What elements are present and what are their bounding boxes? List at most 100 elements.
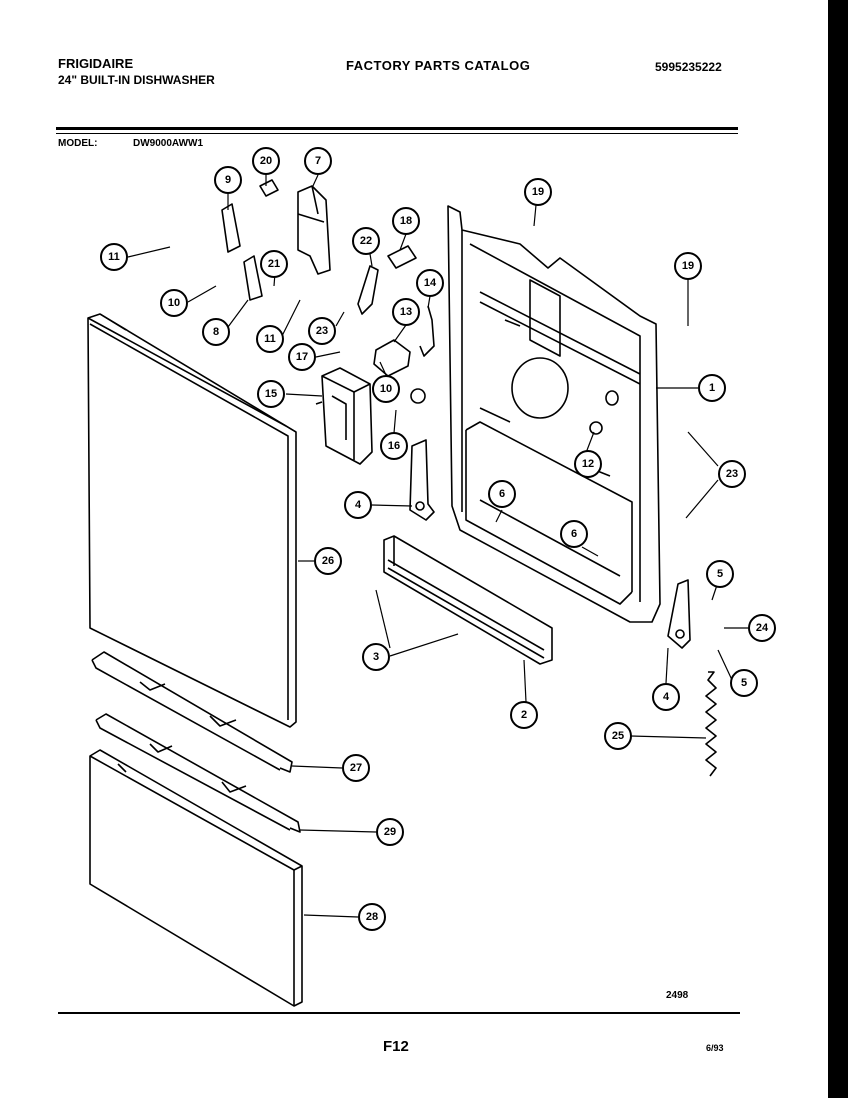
brand-name: FRIGIDAIRE	[58, 56, 134, 71]
door-spring	[705, 671, 717, 777]
catalog-title: FACTORY PARTS CATALOG	[346, 58, 531, 73]
inner-door-panel	[447, 205, 661, 623]
svg-text:9: 9	[225, 174, 231, 186]
control-housing	[315, 367, 373, 465]
right-hinge-bracket	[667, 579, 691, 649]
parts-catalog-page: FRIGIDAIRE 24" BUILT-IN DISHWASHER FACTO…	[0, 0, 828, 1098]
callout-6b: 6	[560, 520, 588, 548]
bracket-8	[243, 255, 263, 301]
callout-16: 16	[380, 432, 408, 460]
callout-28: 28	[358, 903, 386, 931]
callout-10a: 10	[160, 289, 188, 317]
svg-text:5: 5	[717, 568, 723, 580]
callout-15: 15	[257, 380, 285, 408]
callout-1: 1	[698, 374, 726, 402]
svg-text:4: 4	[355, 499, 362, 511]
left-hinge-bracket	[409, 439, 435, 521]
header-rule	[56, 127, 738, 130]
svg-text:13: 13	[400, 306, 412, 318]
svg-text:17: 17	[296, 351, 308, 363]
svg-text:26: 26	[322, 555, 334, 567]
svg-text:16: 16	[388, 440, 400, 452]
callout-21: 21	[260, 250, 288, 278]
access-panel	[89, 749, 303, 1007]
callout-27: 27	[342, 754, 370, 782]
callout-23b: 23	[718, 460, 746, 488]
callout-23a: 23	[308, 317, 336, 345]
diagram-number: 2498	[666, 990, 689, 1001]
callout-29: 29	[376, 818, 404, 846]
svg-text:2: 2	[521, 709, 527, 721]
callout-11b: 11	[256, 325, 284, 353]
lower-door-trim	[91, 651, 293, 773]
svg-text:19: 19	[682, 260, 694, 272]
svg-text:24: 24	[756, 622, 769, 634]
callout-25: 25	[604, 722, 632, 750]
callout-20: 20	[252, 147, 280, 175]
callout-2: 2	[510, 701, 538, 729]
catalog-number: 5995235222	[655, 60, 722, 74]
bottom-trim-rail	[383, 535, 553, 665]
callout-3: 3	[362, 643, 390, 671]
grommet-12	[410, 388, 603, 435]
callout-7: 7	[304, 147, 332, 175]
svg-text:23: 23	[726, 468, 738, 480]
svg-text:29: 29	[384, 826, 396, 838]
publication-date: 6/93	[706, 1043, 724, 1053]
svg-text:20: 20	[260, 155, 272, 167]
svg-text:28: 28	[366, 911, 378, 923]
header-rule-thin	[56, 133, 738, 134]
access-panel-trim	[95, 713, 301, 833]
callout-26: 26	[314, 547, 342, 575]
callout-9: 9	[214, 166, 242, 194]
svg-text:6: 6	[571, 528, 577, 540]
callout-5b: 5	[730, 669, 758, 697]
svg-text:23: 23	[316, 325, 328, 337]
door-latch-assembly	[297, 185, 331, 275]
actuator-14	[419, 305, 435, 357]
svg-text:10: 10	[380, 383, 392, 395]
svg-text:12: 12	[582, 458, 594, 470]
svg-text:14: 14	[424, 277, 437, 289]
clip-18	[387, 245, 417, 269]
callout-19b: 19	[674, 252, 702, 280]
callout-17: 17	[288, 343, 316, 371]
callout-14: 14	[416, 269, 444, 297]
callout-19a: 19	[524, 178, 552, 206]
svg-text:6: 6	[499, 488, 505, 500]
callout-4b: 4	[652, 683, 680, 711]
callout-6a: 6	[488, 480, 516, 508]
svg-text:21: 21	[268, 258, 280, 270]
hinge-9	[221, 203, 241, 253]
callout-18: 18	[392, 207, 420, 235]
svg-text:25: 25	[612, 730, 624, 742]
page-code: F12	[383, 1038, 409, 1055]
svg-text:18: 18	[400, 215, 412, 227]
outer-door-panel	[87, 313, 297, 728]
callout-4a: 4	[344, 491, 372, 519]
svg-text:22: 22	[360, 235, 372, 247]
callout-24: 24	[748, 614, 776, 642]
model-label: MODEL:	[58, 138, 98, 149]
callout-5a: 5	[706, 560, 734, 588]
callout-11a: 11	[100, 243, 128, 271]
callout-12: 12	[574, 450, 602, 478]
svg-text:27: 27	[350, 762, 362, 774]
callout-22: 22	[352, 227, 380, 255]
svg-text:5: 5	[741, 677, 747, 689]
svg-text:7: 7	[315, 155, 321, 167]
exploded-parts-diagram: 1 2 3 4 4 5 5 6 6 7 8 9 10 10 11 11 12 1…	[87, 147, 776, 1007]
product-name: 24" BUILT-IN DISHWASHER	[58, 73, 215, 87]
callout-10b: 10	[372, 375, 400, 403]
callout-8: 8	[202, 318, 230, 346]
lever-22	[357, 265, 379, 315]
svg-text:19: 19	[532, 186, 544, 198]
callout-13: 13	[392, 298, 420, 326]
footer-rule	[58, 1012, 740, 1014]
svg-text:15: 15	[265, 388, 277, 400]
svg-text:4: 4	[663, 691, 670, 703]
svg-text:1: 1	[709, 382, 715, 394]
svg-text:3: 3	[373, 651, 379, 663]
svg-text:11: 11	[264, 333, 276, 345]
knob-20	[259, 179, 279, 197]
